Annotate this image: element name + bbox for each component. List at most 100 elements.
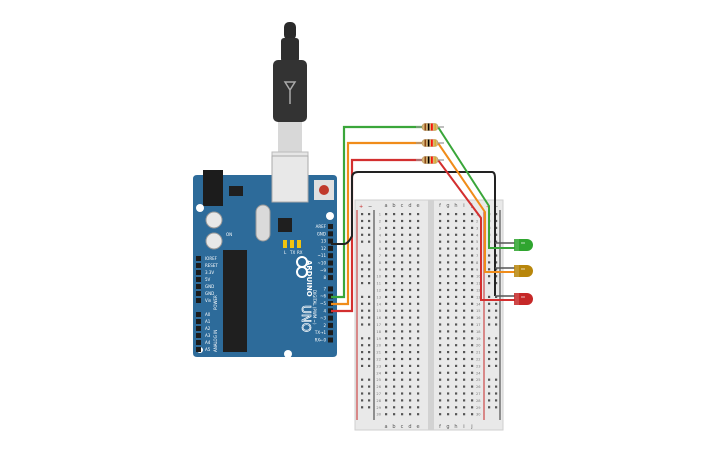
rail-hole[interactable] bbox=[361, 295, 364, 298]
header-pin[interactable] bbox=[196, 347, 201, 352]
rail-hole[interactable] bbox=[368, 240, 371, 243]
breadboard-hole[interactable] bbox=[455, 316, 458, 319]
led-red[interactable] bbox=[514, 293, 533, 305]
rail-hole[interactable] bbox=[368, 261, 371, 264]
breadboard-hole[interactable] bbox=[401, 323, 404, 326]
wires[interactable] bbox=[331, 125, 515, 313]
breadboard-hole[interactable] bbox=[471, 282, 474, 285]
breadboard-hole[interactable] bbox=[385, 357, 388, 361]
breadboard-hole[interactable] bbox=[401, 288, 404, 292]
breadboard-hole[interactable] bbox=[417, 392, 420, 395]
breadboard-hole[interactable] bbox=[463, 413, 466, 416]
breadboard-hole[interactable] bbox=[463, 226, 466, 229]
breadboard-hole[interactable] bbox=[439, 309, 442, 312]
breadboard-hole[interactable] bbox=[393, 233, 396, 236]
breadboard-hole[interactable] bbox=[471, 330, 474, 333]
breadboard-hole[interactable] bbox=[455, 385, 458, 388]
breadboard-hole[interactable] bbox=[463, 288, 466, 292]
breadboard-hole[interactable] bbox=[463, 399, 466, 402]
rail-hole[interactable] bbox=[361, 385, 364, 388]
rail-hole[interactable] bbox=[368, 378, 371, 381]
rail-hole[interactable] bbox=[495, 385, 498, 388]
breadboard-hole[interactable] bbox=[471, 344, 474, 347]
breadboard-hole[interactable] bbox=[401, 392, 404, 395]
rail-hole[interactable] bbox=[488, 392, 491, 395]
breadboard-hole[interactable] bbox=[401, 309, 404, 312]
rail-hole[interactable] bbox=[368, 406, 371, 409]
breadboard-hole[interactable] bbox=[417, 282, 420, 285]
breadboard-hole[interactable] bbox=[409, 364, 412, 367]
breadboard-hole[interactable] bbox=[447, 323, 450, 326]
rail-hole[interactable] bbox=[368, 399, 371, 402]
breadboard-hole[interactable] bbox=[385, 282, 388, 285]
breadboard-hole[interactable] bbox=[417, 226, 420, 229]
breadboard-hole[interactable] bbox=[393, 268, 396, 271]
rail-hole[interactable] bbox=[368, 309, 371, 312]
breadboard-hole[interactable] bbox=[455, 295, 458, 298]
breadboard-hole[interactable] bbox=[439, 378, 442, 381]
rail-hole[interactable] bbox=[361, 406, 364, 409]
breadboard-hole[interactable] bbox=[447, 344, 450, 347]
rail-hole[interactable] bbox=[361, 261, 364, 264]
breadboard-hole[interactable] bbox=[447, 247, 450, 250]
breadboard-hole[interactable] bbox=[463, 371, 466, 374]
breadboard-hole[interactable] bbox=[401, 240, 404, 243]
rail-hole[interactable] bbox=[368, 385, 371, 388]
breadboard-hole[interactable] bbox=[409, 399, 412, 402]
breadboard-hole[interactable] bbox=[471, 247, 474, 250]
breadboard-hole[interactable] bbox=[439, 233, 442, 236]
led-yellow[interactable] bbox=[514, 265, 533, 277]
breadboard-hole[interactable] bbox=[439, 275, 442, 278]
rail-hole[interactable] bbox=[361, 268, 364, 271]
breadboard-hole[interactable] bbox=[455, 371, 458, 374]
breadboard-hole[interactable] bbox=[401, 226, 404, 229]
breadboard-hole[interactable] bbox=[471, 323, 474, 326]
breadboard-hole[interactable] bbox=[447, 254, 450, 257]
breadboard-hole[interactable] bbox=[409, 371, 412, 374]
breadboard-hole[interactable] bbox=[455, 268, 458, 271]
breadboard-hole[interactable] bbox=[447, 399, 450, 402]
rail-hole[interactable] bbox=[488, 351, 491, 354]
rail-hole[interactable] bbox=[495, 219, 498, 223]
breadboard-hole[interactable] bbox=[401, 413, 404, 416]
breadboard-hole[interactable] bbox=[463, 254, 466, 257]
breadboard-hole[interactable] bbox=[455, 351, 458, 354]
wire-orange[interactable] bbox=[331, 141, 422, 306]
breadboard-hole[interactable] bbox=[401, 213, 404, 216]
breadboard-hole[interactable] bbox=[409, 254, 412, 257]
rail-hole[interactable] bbox=[361, 392, 364, 395]
breadboard-hole[interactable] bbox=[471, 316, 474, 319]
header-pin[interactable] bbox=[328, 315, 333, 321]
rail-hole[interactable] bbox=[495, 254, 498, 257]
rail-hole[interactable] bbox=[368, 357, 371, 361]
rail-hole[interactable] bbox=[488, 295, 491, 298]
breadboard-hole[interactable] bbox=[385, 330, 388, 333]
breadboard-hole[interactable] bbox=[439, 219, 442, 223]
rail-hole[interactable] bbox=[488, 309, 491, 312]
breadboard-hole[interactable] bbox=[455, 240, 458, 243]
arduino-board[interactable]: L TX RX ON ARDUINO UNO POWER ANALOG IN D… bbox=[193, 155, 337, 358]
breadboard-hole[interactable] bbox=[393, 254, 396, 257]
breadboard-hole[interactable] bbox=[471, 261, 474, 264]
rail-hole[interactable] bbox=[361, 240, 364, 243]
breadboard-hole[interactable] bbox=[471, 240, 474, 243]
breadboard-hole[interactable] bbox=[471, 254, 474, 257]
breadboard-hole[interactable] bbox=[417, 309, 420, 312]
leds[interactable] bbox=[514, 239, 533, 305]
breadboard-hole[interactable] bbox=[393, 295, 396, 298]
breadboard-hole[interactable] bbox=[447, 406, 450, 409]
rail-hole[interactable] bbox=[368, 254, 371, 257]
breadboard-hole[interactable] bbox=[455, 344, 458, 347]
header-pin[interactable] bbox=[328, 301, 333, 306]
wire-green-led[interactable] bbox=[437, 126, 515, 249]
breadboard-hole[interactable] bbox=[393, 385, 396, 388]
rail-hole[interactable] bbox=[495, 295, 498, 298]
rail-hole[interactable] bbox=[361, 233, 364, 236]
breadboard-hole[interactable] bbox=[447, 413, 450, 416]
breadboard-hole[interactable] bbox=[439, 302, 442, 305]
rail-hole[interactable] bbox=[488, 378, 491, 381]
breadboard-hole[interactable] bbox=[439, 337, 442, 340]
